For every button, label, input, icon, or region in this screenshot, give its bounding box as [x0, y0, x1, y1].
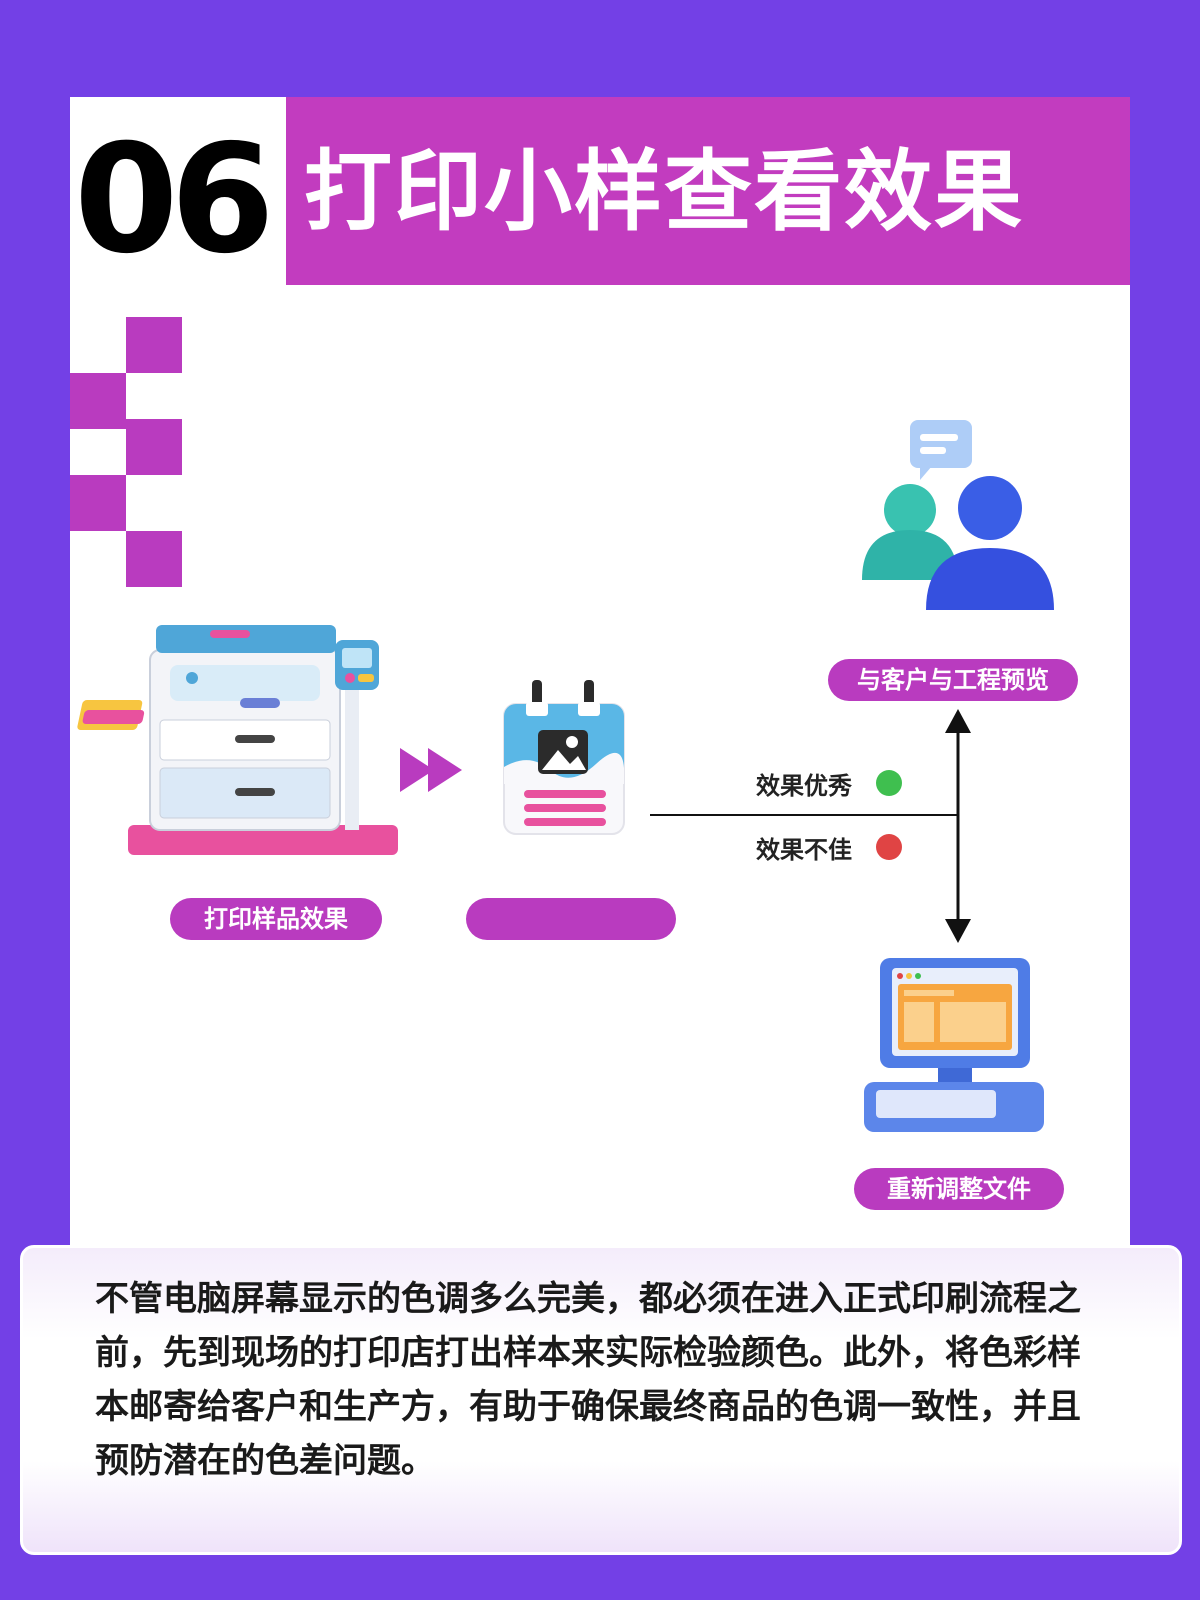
title-bar: 打印小样查看效果 — [286, 97, 1130, 285]
sample-label — [466, 898, 676, 940]
users-chat-icon — [862, 420, 1054, 610]
adjust-file-label: 重新调整文件 — [854, 1168, 1064, 1210]
double-arrow-icon — [400, 748, 462, 792]
printer-label: 打印样品效果 — [170, 898, 382, 940]
page-title: 打印小样查看效果 — [304, 140, 1025, 243]
computer-icon — [864, 958, 1044, 1132]
step-number: 06 — [74, 113, 275, 287]
client-preview-label: 与客户与工程预览 — [828, 659, 1078, 701]
description-box: 不管电脑屏幕显示的色调多么完美，都必须在进入正式印刷流程之前，先到现场的打印店打… — [20, 1245, 1182, 1555]
flow-connector — [650, 709, 971, 943]
bad-result-label: 效果不佳 — [756, 836, 852, 864]
good-status-dot — [876, 770, 902, 796]
sample-print-icon — [503, 680, 625, 835]
description-text: 不管电脑屏幕显示的色调多么完美，都必须在进入正式印刷流程之前，先到现场的打印店打… — [95, 1279, 1081, 1481]
printer-icon — [77, 625, 398, 855]
good-result-label: 效果优秀 — [756, 772, 852, 800]
bad-status-dot — [876, 834, 902, 860]
